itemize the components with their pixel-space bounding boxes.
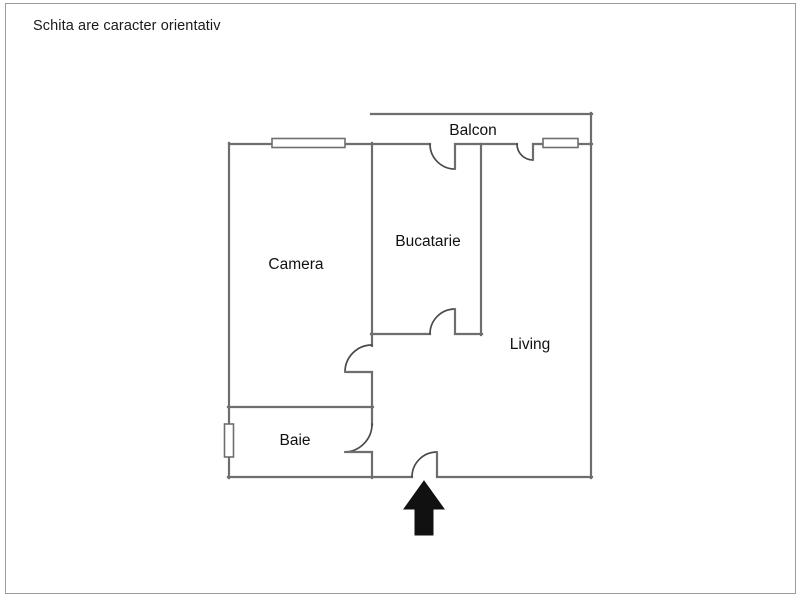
doors-group [343, 142, 535, 479]
room-label-baie: Baie [279, 432, 311, 449]
window-camera [271, 137, 346, 149]
room-label-bucatarie: Bucatarie [395, 233, 461, 250]
walls-group [226, 111, 594, 480]
door-bucatarie [429, 307, 457, 336]
door-camera [343, 344, 374, 374]
image-frame [5, 3, 796, 594]
door-baie [343, 423, 374, 454]
room-label-camera: Camera [268, 256, 324, 273]
door-balcon-to-living [516, 142, 535, 162]
room-label-living: Living [509, 336, 551, 353]
door-entrance [411, 450, 439, 479]
windows-group [223, 137, 579, 458]
page-title: Schita are caracter orientativ [33, 18, 221, 34]
door-balcon-to-bucatarie [429, 142, 457, 171]
room-label-balcon: Balcon [449, 122, 497, 139]
entrance-arrow [403, 480, 445, 536]
window-baie [223, 423, 235, 458]
window-balcon [542, 137, 579, 149]
